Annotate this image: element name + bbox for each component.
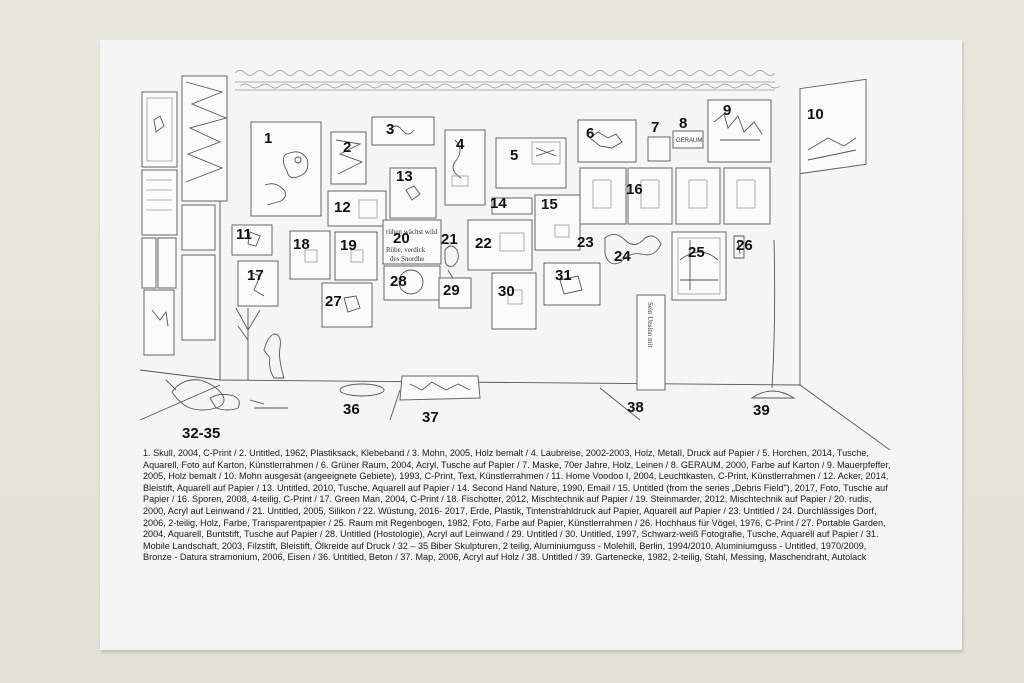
label-29: 29 bbox=[443, 282, 460, 299]
exhibition-sketch: rüben wächst wild Rübe, verdick des Snor… bbox=[139, 70, 891, 450]
label-31: 31 bbox=[555, 267, 572, 284]
label-6: 6 bbox=[586, 125, 594, 142]
label-22: 22 bbox=[475, 235, 492, 252]
label-24: 24 bbox=[614, 248, 631, 265]
left-wall-artworks bbox=[141, 75, 228, 356]
label-36: 36 bbox=[343, 401, 360, 418]
label-3: 3 bbox=[386, 121, 394, 138]
label-7: 7 bbox=[651, 119, 659, 136]
label-15: 15 bbox=[541, 196, 558, 213]
label-39: 39 bbox=[753, 402, 770, 419]
poster-text-line-2: Rübe, verdick bbox=[386, 246, 426, 254]
label-17: 17 bbox=[247, 267, 264, 284]
label-13: 13 bbox=[396, 168, 413, 185]
label-19: 19 bbox=[340, 237, 357, 254]
artwork-legend-caption: 1. Skull, 2004, C-Print / 2. Untitled, 1… bbox=[143, 448, 891, 563]
label-2: 2 bbox=[343, 139, 351, 156]
floor-plan-card: rüben wächst wild Rübe, verdick des Snor… bbox=[100, 40, 962, 650]
label-27: 27 bbox=[325, 293, 342, 310]
label-20: 20 bbox=[393, 230, 410, 247]
label-18: 18 bbox=[293, 236, 310, 253]
label-26: 26 bbox=[736, 237, 753, 254]
banner-text: Sein Unsinn mit bbox=[646, 302, 654, 348]
label-25: 25 bbox=[688, 244, 705, 261]
label-16: 16 bbox=[626, 181, 643, 198]
artwork-number-labels: 1 2 3 4 5 6 7 8 9 10 11 12 13 14 15 16 1… bbox=[182, 102, 824, 442]
label-28: 28 bbox=[390, 273, 407, 290]
label-4: 4 bbox=[456, 136, 465, 153]
label-32-35: 32-35 bbox=[182, 425, 220, 442]
room-outline bbox=[139, 100, 891, 450]
label-10: 10 bbox=[807, 106, 824, 123]
ceiling-ornament bbox=[234, 70, 781, 91]
poster-text-line-3: des Snordhe bbox=[390, 255, 424, 263]
label-21: 21 bbox=[441, 231, 458, 248]
main-wall-artworks: rüben wächst wild Rübe, verdick des Snor… bbox=[231, 78, 867, 330]
label-14: 14 bbox=[490, 195, 507, 212]
geraum-sign-text: GERAUM bbox=[676, 138, 702, 144]
label-12: 12 bbox=[334, 199, 351, 216]
floor-sculptures: Sein Unsinn mit bbox=[165, 239, 796, 411]
label-38: 38 bbox=[627, 399, 644, 416]
poster-text-line-1: rüben wächst wild bbox=[386, 228, 438, 236]
label-1: 1 bbox=[264, 130, 272, 147]
label-8: 8 bbox=[679, 115, 687, 132]
label-5: 5 bbox=[510, 147, 518, 164]
label-37: 37 bbox=[422, 409, 439, 426]
label-11: 11 bbox=[236, 226, 252, 243]
label-9: 9 bbox=[723, 102, 731, 119]
label-30: 30 bbox=[498, 283, 515, 300]
label-23: 23 bbox=[577, 234, 594, 251]
